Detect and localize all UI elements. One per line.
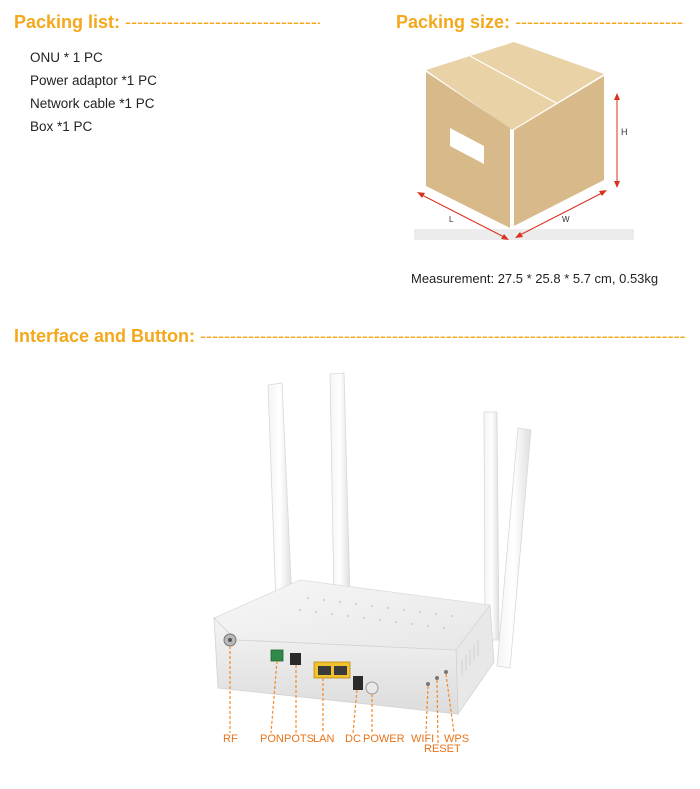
height-arrow-head — [614, 93, 620, 100]
dim-label-l: L — [449, 215, 454, 224]
box-right-face — [514, 76, 604, 226]
interface-dashes: ----------------------------------------… — [200, 326, 686, 346]
packing-list: ONU * 1 PC Power adaptor *1 PC Network c… — [30, 46, 157, 138]
width-arrow — [517, 191, 605, 237]
label-pon: PON — [260, 733, 284, 745]
router-top — [213, 579, 491, 651]
wps-button — [444, 670, 448, 674]
label-wps: WPS — [444, 733, 470, 745]
pots-port — [290, 653, 301, 665]
router-vents — [298, 596, 454, 630]
rf-connector — [223, 633, 237, 647]
label-dc: DC — [345, 733, 361, 745]
width-arrow-tail — [599, 190, 607, 196]
packing-list-title: Packing list: --------------------------… — [14, 12, 320, 33]
router-front — [213, 616, 459, 715]
dc-port — [353, 676, 363, 690]
height-arrow-tail — [614, 181, 620, 188]
label-reset: RESET — [424, 743, 461, 755]
length-arrow-head — [417, 192, 425, 198]
box-handle-slot — [450, 128, 484, 164]
label-power: POWER — [363, 733, 405, 745]
box-top-seam — [469, 55, 559, 105]
power-button — [365, 681, 379, 695]
dim-label-h: H — [621, 127, 628, 137]
antenna-1 — [267, 382, 293, 605]
label-rf: RF — [223, 733, 238, 745]
measurement-text: Measurement: 27.5 * 25.8 * 5.7 cm, 0.53k… — [411, 271, 659, 286]
antenna-4 — [496, 427, 532, 669]
box-shadow — [414, 229, 634, 240]
antenna-3 — [483, 411, 500, 641]
box-left-face — [426, 72, 510, 228]
label-pots: POTS — [284, 733, 314, 745]
reset-button — [435, 676, 439, 680]
lan-ports — [313, 661, 351, 679]
pon-port — [270, 649, 284, 662]
packing-item: Power adaptor *1 PC — [30, 73, 157, 88]
box-top-face — [426, 42, 604, 130]
packing-list-dashes: ------------------------------------- — [125, 12, 320, 32]
antenna-2 — [329, 372, 351, 599]
leader-lines — [229, 646, 455, 744]
label-lan: LAN — [313, 733, 335, 745]
wifi-button — [426, 682, 430, 686]
interface-heading: Interface and Button: — [14, 326, 196, 346]
packing-size-dashes: --------------------------------- — [515, 12, 684, 32]
packing-size-heading: Packing size: — [396, 12, 511, 32]
packing-size-title: Packing size: --------------------------… — [396, 12, 684, 33]
packing-item: Network cable *1 PC — [30, 96, 155, 111]
width-arrow-head — [515, 232, 523, 238]
dim-label-w: W — [562, 215, 570, 224]
length-arrow — [419, 193, 507, 239]
packing-item: Box *1 PC — [30, 119, 93, 134]
interface-title: Interface and Button: ------------------… — [14, 326, 686, 347]
router-side — [455, 603, 495, 716]
packing-item: ONU * 1 PC — [30, 50, 103, 65]
length-arrow-tail — [501, 234, 509, 240]
side-vents — [461, 640, 479, 676]
label-wifi: WIFI — [411, 733, 435, 745]
packing-list-heading: Packing list: — [14, 12, 121, 32]
